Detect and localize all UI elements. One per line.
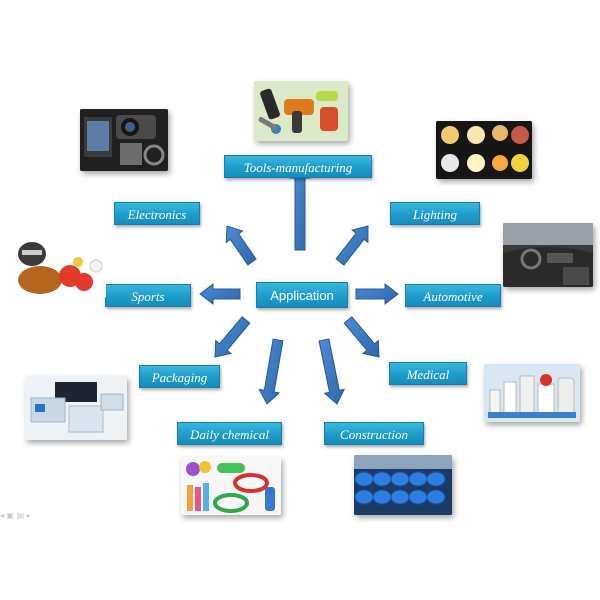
label-electronics: Electronics: [114, 202, 200, 225]
label-medical: Medical: [389, 362, 467, 385]
tools-manufacturing-image: [254, 81, 348, 141]
label-tools-manufacturing: Tools-manufacturing: [224, 155, 372, 178]
label-daily-chemical: Daily chemical: [177, 422, 282, 445]
lighting-image: [436, 121, 532, 179]
electronics-image: [80, 109, 168, 171]
label-sports: Sports: [105, 284, 191, 307]
daily-chemical-image: [181, 457, 281, 515]
sports-image: [10, 232, 106, 298]
center-node-application: Application: [256, 282, 348, 308]
arrow-to-daily-chemical: [258, 338, 284, 405]
arrow-to-medical: [343, 316, 380, 358]
label-automotive: Automotive: [405, 284, 501, 307]
arrow-to-automotive: [355, 282, 399, 306]
label-lighting: Lighting: [390, 202, 480, 225]
label-construction: Construction: [324, 422, 424, 445]
arrow-to-construction: [318, 338, 346, 405]
arrow-to-lighting: [335, 225, 369, 266]
slide-toolbar-icons: ◂ ▣ ▤ ▸: [0, 511, 31, 520]
medical-image: [484, 364, 580, 422]
construction-image: [354, 455, 452, 515]
packaging-image: [25, 376, 127, 440]
arrow-to-sports: [199, 282, 241, 306]
arrow-to-packaging: [214, 316, 251, 358]
label-packaging: Packaging: [139, 365, 220, 388]
arrow-to-electronics: [225, 225, 257, 266]
automotive-image: [503, 223, 593, 287]
